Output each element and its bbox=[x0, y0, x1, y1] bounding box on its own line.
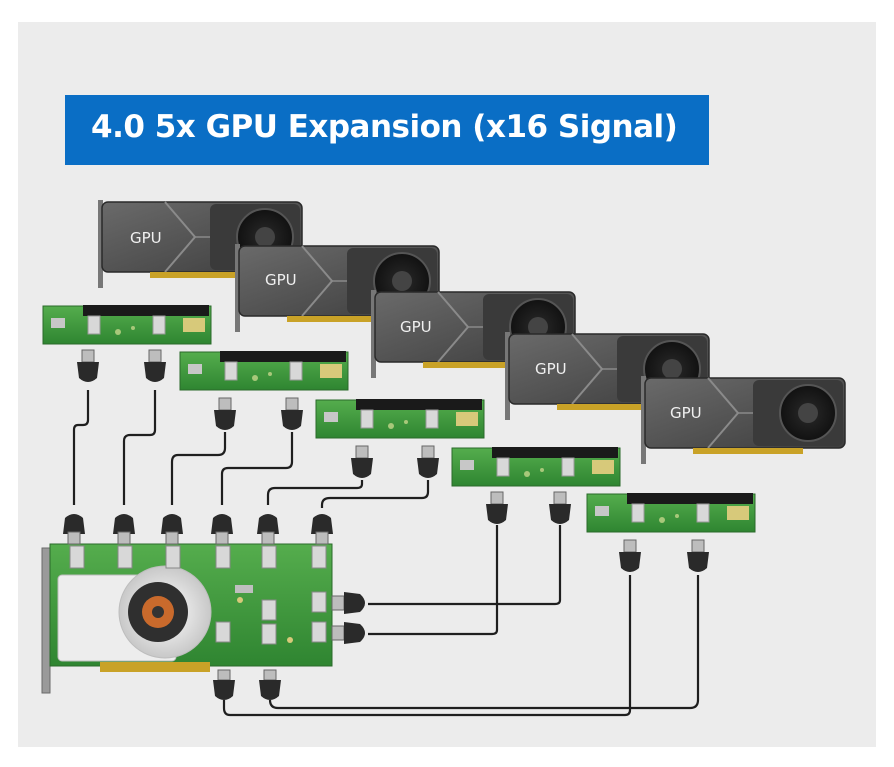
cooling-fan-icon bbox=[57, 565, 212, 662]
riser-board-4 bbox=[451, 446, 621, 487]
riser-4-connector-a bbox=[485, 491, 509, 525]
gpu-label-5: GPU bbox=[670, 404, 702, 422]
host-connector-6 bbox=[310, 513, 334, 545]
riser-1-connector-b bbox=[143, 349, 167, 383]
host-connector-3 bbox=[160, 513, 184, 545]
gpu-card-2: GPU bbox=[234, 243, 440, 333]
riser-board-3 bbox=[315, 398, 485, 439]
host-connector-7 bbox=[331, 592, 365, 614]
gpu-label-4: GPU bbox=[535, 360, 567, 378]
gpu-card-3: GPU bbox=[370, 289, 576, 379]
gpu-card-1: GPU bbox=[97, 199, 303, 289]
cable-bundle bbox=[72, 390, 700, 717]
host-connector-8 bbox=[331, 622, 365, 644]
riser-2-connector-a bbox=[213, 397, 237, 431]
riser-5-connector-b bbox=[686, 539, 710, 573]
riser-board-1 bbox=[42, 304, 212, 345]
banner-title: 4.0 5x GPU Expansion (x16 Signal) bbox=[91, 109, 678, 145]
gpu-card-4: GPU bbox=[504, 331, 710, 421]
riser-5-connector-a bbox=[618, 539, 642, 573]
gpu-card-5: GPU bbox=[640, 375, 846, 465]
riser-3-connector-a bbox=[350, 445, 374, 479]
title-banner: 4.0 5x GPU Expansion (x16 Signal) bbox=[65, 95, 709, 165]
riser-1-connector-a bbox=[76, 349, 100, 383]
host-connector-9 bbox=[213, 669, 235, 700]
host-adapter-card bbox=[41, 543, 333, 694]
host-connector-2 bbox=[112, 513, 136, 545]
host-connector-5 bbox=[256, 513, 280, 545]
riser-board-5 bbox=[586, 492, 756, 533]
riser-3-connector-b bbox=[416, 445, 440, 479]
riser-2-connector-b bbox=[280, 397, 304, 431]
gpu-label-2: GPU bbox=[265, 271, 297, 289]
host-connector-10 bbox=[259, 669, 281, 700]
gpu-label-3: GPU bbox=[400, 318, 432, 336]
host-connector-1 bbox=[62, 513, 86, 545]
riser-board-2 bbox=[179, 350, 349, 391]
host-connector-4 bbox=[210, 513, 234, 545]
riser-4-connector-b bbox=[548, 491, 572, 525]
gpu-label-1: GPU bbox=[130, 229, 162, 247]
